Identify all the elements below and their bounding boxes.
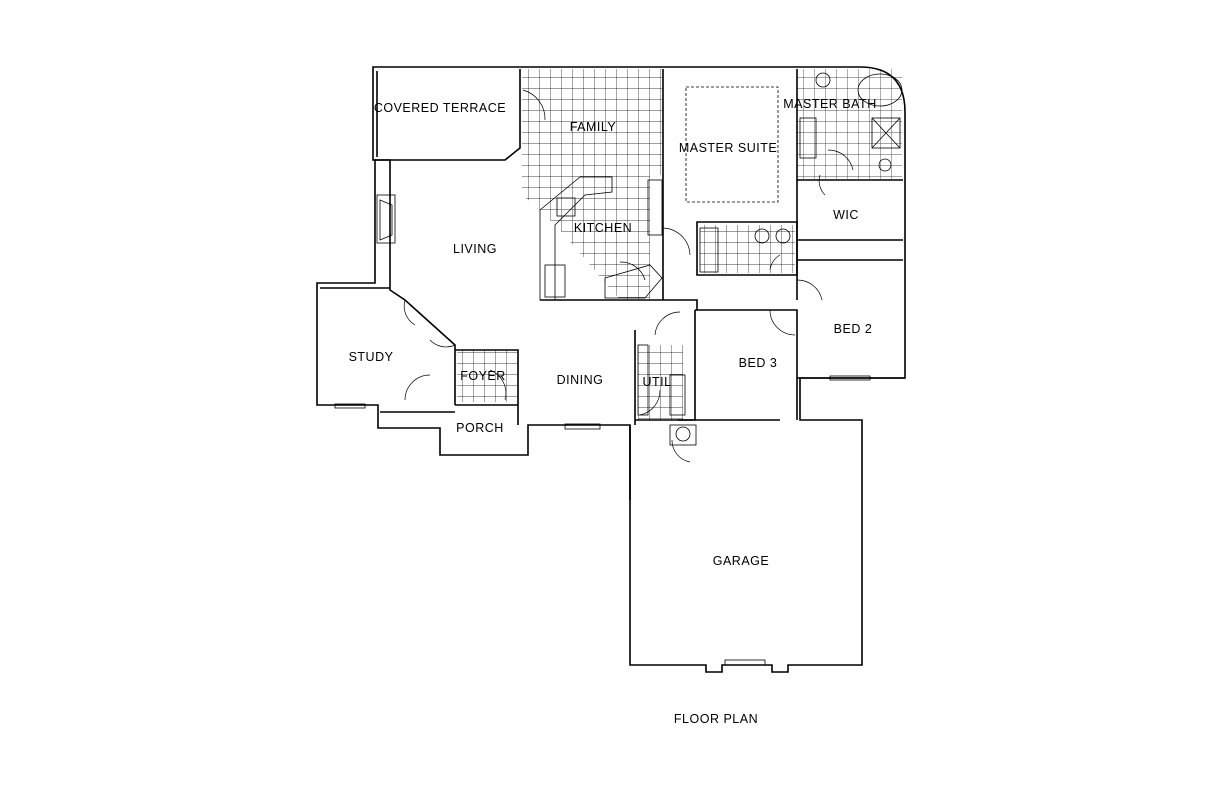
room-label-study: STUDY — [349, 350, 394, 364]
tile-floors — [457, 69, 902, 420]
room-label-garage: GARAGE — [713, 554, 770, 568]
room-label-master-bath: MASTER BATH — [783, 97, 876, 111]
drawing-title: FLOOR PLAN — [674, 712, 758, 726]
room-labels: COVERED TERRACE FAMILY MASTER SUITE MAST… — [349, 97, 877, 726]
room-label-dining: DINING — [557, 373, 604, 387]
room-label-master-suite: MASTER SUITE — [679, 141, 777, 155]
room-label-wic: WIC — [833, 208, 859, 222]
room-label-kitchen: KITCHEN — [574, 221, 632, 235]
room-label-bed3: BED 3 — [739, 356, 778, 370]
room-label-family: FAMILY — [570, 120, 617, 134]
room-label-util: UTIL — [642, 375, 671, 389]
fixtures — [334, 72, 903, 666]
room-label-porch: PORCH — [456, 421, 504, 435]
room-label-foyer: FOYER — [460, 369, 506, 383]
room-label-living: LIVING — [453, 242, 497, 256]
room-label-covered-terrace: COVERED TERRACE — [374, 101, 506, 115]
room-label-bed2: BED 2 — [834, 322, 873, 336]
walls — [316, 66, 906, 673]
